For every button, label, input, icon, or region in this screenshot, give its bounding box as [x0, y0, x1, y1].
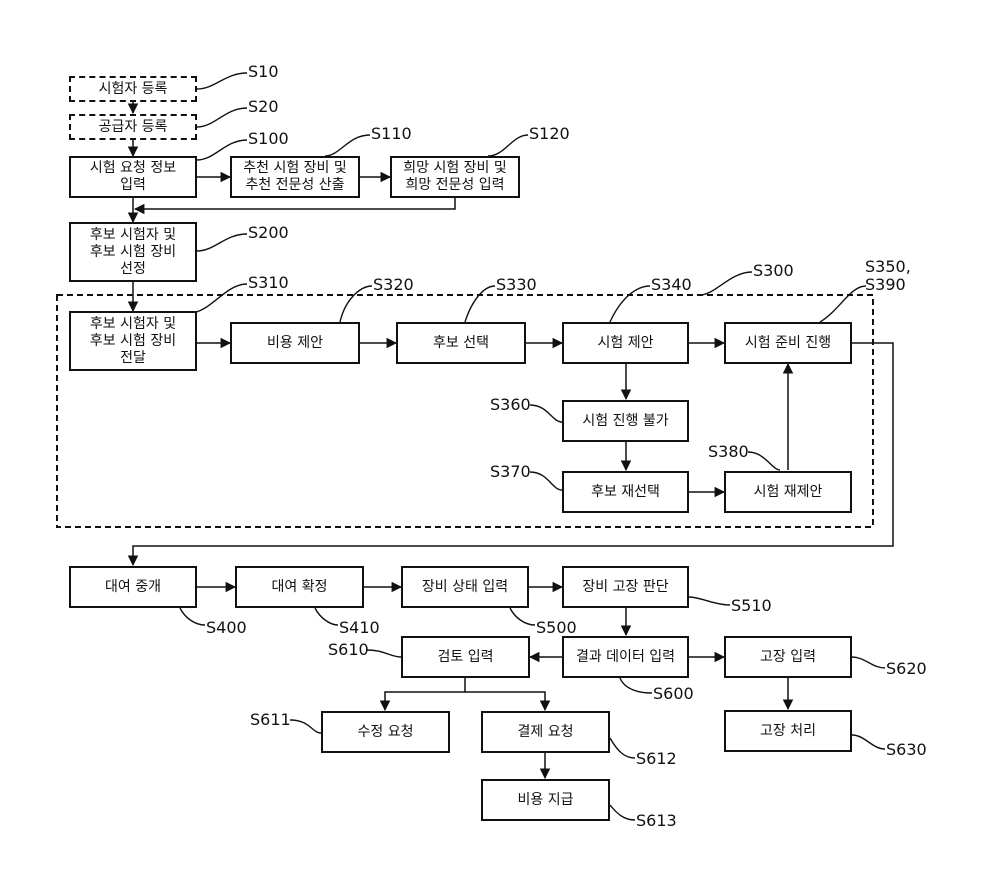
leader-s340 [610, 286, 650, 322]
leader-s330 [465, 286, 495, 322]
label-s370: S370 [490, 463, 531, 481]
box-s612: 결제 요청 [481, 711, 610, 753]
leader-s410 [315, 608, 338, 625]
box-s320: 비용 제안 [230, 322, 360, 364]
leader-s370 [530, 472, 562, 490]
box-s310: 후보 시험자 및 후보 시험 장비 전달 [69, 311, 197, 371]
label-s340: S340 [651, 276, 692, 294]
label-s500: S500 [536, 619, 577, 637]
box-s10: 시험자 등록 [69, 76, 197, 102]
leader-s20 [197, 108, 247, 127]
leader-s612 [610, 738, 635, 758]
box-s611: 수정 요청 [321, 711, 450, 753]
label-s400: S400 [206, 619, 247, 637]
label-s120: S120 [529, 125, 570, 143]
leader-s300 [700, 272, 752, 295]
label-s610: S610 [328, 641, 369, 659]
box-s20: 공급자 등록 [69, 114, 197, 140]
arrow-s610-s611 [385, 678, 465, 710]
leader-s400 [180, 608, 205, 625]
box-s510: 장비 고장 판단 [562, 566, 689, 608]
box-s380: 시험 재제안 [724, 471, 852, 513]
label-s330: S330 [496, 276, 537, 294]
leader-s310 [190, 284, 247, 313]
label-s360: S360 [490, 396, 531, 414]
label-s611: S611 [250, 711, 291, 729]
leader-s510 [689, 597, 730, 605]
box-s100: 시험 요청 정보 입력 [69, 156, 197, 198]
leader-s600 [620, 678, 652, 693]
leader-s620 [852, 657, 885, 668]
label-s410: S410 [339, 619, 380, 637]
leader-s320 [340, 286, 372, 322]
leader-s360 [530, 405, 562, 422]
label-s20: S20 [248, 98, 279, 116]
label-s310: S310 [248, 274, 289, 292]
arrow-s120-merge [135, 198, 455, 209]
leader-s200 [197, 234, 247, 251]
box-s500: 장비 상태 입력 [401, 566, 529, 608]
leader-s350 [820, 286, 866, 322]
box-s330: 후보 선택 [396, 322, 526, 364]
box-s610: 검토 입력 [401, 636, 530, 678]
leader-s630 [852, 735, 885, 749]
leader-s120 [488, 135, 528, 156]
box-s410: 대여 확정 [235, 566, 364, 608]
box-s600: 결과 데이터 입력 [562, 636, 689, 678]
box-s613: 비용 지급 [481, 779, 610, 821]
label-s510: S510 [731, 597, 772, 615]
label-s620: S620 [886, 660, 927, 678]
label-s613: S613 [636, 812, 677, 830]
label-s300: S300 [753, 262, 794, 280]
leader-s500 [510, 608, 535, 625]
box-s400: 대여 중개 [69, 566, 197, 608]
box-s120: 희망 시험 장비 및 희망 전문성 입력 [390, 156, 520, 198]
label-s600: S600 [653, 685, 694, 703]
label-s110: S110 [371, 125, 412, 143]
box-s110: 추천 시험 장비 및 추천 전문성 산출 [230, 156, 360, 198]
label-s350: S350, S390 [865, 258, 911, 294]
arrow-s350-s400 [133, 343, 893, 565]
arrow-s610-s612 [465, 692, 545, 710]
box-s350: 시험 준비 진행 [724, 322, 852, 364]
leader-s610 [367, 650, 401, 657]
box-s370: 후보 재선택 [562, 471, 689, 513]
label-s630: S630 [886, 741, 927, 759]
leader-s10 [197, 73, 247, 89]
label-s100: S100 [248, 130, 289, 148]
leader-s380 [748, 452, 780, 470]
label-s612: S612 [636, 750, 677, 768]
label-s320: S320 [373, 276, 414, 294]
box-s340: 시험 제안 [562, 322, 689, 364]
label-s200: S200 [248, 224, 289, 242]
label-s380: S380 [708, 443, 749, 461]
label-s10: S10 [248, 63, 279, 81]
box-s620: 고장 입력 [724, 636, 852, 678]
leader-s110 [325, 135, 370, 156]
box-s360: 시험 진행 불가 [562, 400, 689, 442]
leader-s611 [290, 720, 321, 733]
box-s630: 고장 처리 [724, 710, 852, 752]
leader-s613 [610, 805, 635, 820]
box-s200: 후보 시험자 및 후보 시험 장비 선정 [69, 222, 197, 282]
